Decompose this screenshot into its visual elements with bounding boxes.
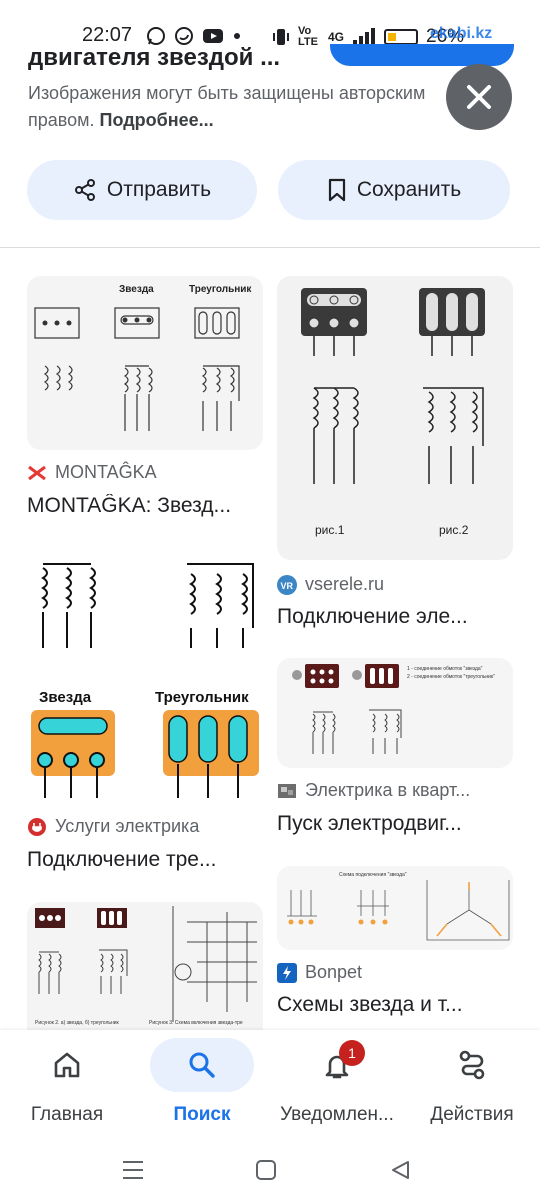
result-caption-1[interactable]: MONTAĜKA: Звезд... (27, 494, 232, 517)
volte-label: Vo LTE (298, 25, 318, 48)
source-label: Bonpet (305, 962, 363, 982)
actions-route-icon (459, 1050, 485, 1080)
thumb-caption-fig3: Рисунок 3. Схема включения звезда-тре (149, 1020, 243, 1026)
source-label: vserele.ru (305, 574, 385, 594)
nav-home[interactable]: Главная (15, 1030, 119, 1140)
source-label: Электрика в кварт... (305, 780, 471, 800)
nav-search-icon-wrap (150, 1038, 254, 1092)
home-system-button[interactable] (246, 1152, 286, 1188)
square-icon (256, 1160, 276, 1180)
source-label: MONTAĜKA (55, 462, 157, 482)
signal-icon (353, 28, 376, 46)
result-thumbnail-5[interactable]: 1 - соединение обмоток "звезда" 2 - соед… (277, 658, 513, 768)
vibrate-icon (273, 29, 289, 45)
close-button[interactable] (446, 64, 512, 130)
visit-button[interactable] (330, 44, 514, 66)
share-icon (74, 179, 95, 201)
bookmark-icon (328, 178, 345, 202)
bottom-navigation: Главная Поиск 1 Уведомлен... Действия (0, 1030, 540, 1140)
result-thumbnail-6[interactable]: Схема подключения "звезда" (277, 866, 513, 950)
thumb-label-star: Звезда (119, 284, 154, 295)
nav-home-icon-wrap (15, 1038, 119, 1092)
save-label: Сохранить (356, 178, 462, 201)
wiring-diagram-image: Звезда Треугольник (27, 276, 263, 450)
thumb-label-triangle: Треугольник (189, 284, 252, 295)
result-caption-2[interactable]: Подключение тре... (27, 848, 217, 871)
nav-home-label: Главная (30, 1104, 104, 1125)
site-favicon-icon (278, 783, 296, 798)
signal-4g-label: 4G (328, 30, 345, 44)
star-delta-switch-image: Рисунок 2. а) звезда, б) треугольник Рис… (27, 902, 263, 1030)
more-link[interactable]: Подробнее... (99, 110, 214, 130)
result-thumbnail-4[interactable]: рис.1 рис.2 (277, 276, 513, 560)
result-source-4[interactable]: VR vserele.ru (277, 574, 384, 595)
copyright-text: Изображения могут быть защищены авторски… (28, 83, 426, 130)
result-thumbnail-1[interactable]: Звезда Треугольник (27, 276, 263, 450)
close-icon (467, 85, 491, 109)
winding-connection-image: 1 - соединение обмоток "звезда" 2 - соед… (277, 658, 513, 768)
battery-icon (384, 29, 419, 45)
save-button[interactable]: Сохранить (278, 160, 510, 220)
share-label: Отправить (106, 178, 212, 201)
result-caption-5[interactable]: Пуск электродвиг... (277, 812, 462, 835)
system-icons: Vo LTE 4G 26% (272, 26, 464, 48)
image-title[interactable]: двигателя звездой ... (28, 44, 281, 71)
nav-actions-label: Действия (430, 1104, 514, 1125)
result-thumbnail-3[interactable]: Рисунок 2. а) звезда, б) треугольник Рис… (27, 902, 263, 1030)
recent-apps-button[interactable] (113, 1152, 153, 1188)
thumb-label-fig1: рис.1 (315, 523, 345, 537)
dot-icon (234, 33, 240, 39)
system-navigation-bar (0, 1140, 540, 1200)
terminal-box-diagram-image: рис.1 рис.2 (277, 276, 513, 560)
nav-actions[interactable]: Действия (420, 1030, 524, 1140)
thumb-label-fig2: рис.2 (439, 523, 469, 537)
youtube-icon (203, 29, 223, 43)
share-button[interactable]: Отправить (27, 160, 257, 220)
thumb-legend-triangle: 2 - соединение обмоток "треугольник" (407, 674, 495, 680)
notification-icons (146, 26, 242, 46)
result-source-2[interactable]: Услуги электрика (27, 816, 199, 837)
star-connection-scheme-image: Схема подключения "звезда" (277, 866, 513, 950)
thumb-label-star: Звезда (39, 689, 92, 706)
result-source-6[interactable]: Bonpet (277, 962, 362, 983)
montagka-logo-icon (28, 465, 46, 480)
nav-search[interactable]: Поиск (150, 1030, 254, 1140)
menu-lines-icon (123, 1161, 143, 1179)
thumb-scheme-title: Схема подключения "звезда" (339, 872, 407, 878)
nav-notifications-icon-wrap: 1 (285, 1038, 389, 1092)
battery-percent: 26% (426, 26, 465, 47)
nav-notifications-label: Уведомлен... (280, 1104, 394, 1125)
thumb-caption-fig2: Рисунок 2. а) звезда, б) треугольник (35, 1020, 120, 1026)
watermark-text: ekabi.kz (430, 25, 493, 42)
status-time: 22:07 (82, 24, 133, 46)
whatsapp-icon (147, 27, 165, 45)
search-icon (189, 1052, 215, 1078)
divider (0, 247, 540, 248)
result-source-1[interactable]: MONTAĜKA (27, 462, 157, 483)
copyright-notice: Изображения могут быть защищены авторски… (28, 80, 488, 134)
vr-logo-icon: VR (277, 574, 297, 595)
result-thumbnail-2[interactable]: Звезда Треугольник (27, 548, 263, 804)
result-source-5[interactable]: Электрика в кварт... (277, 780, 470, 801)
electrician-logo-icon (28, 817, 46, 836)
nav-search-label: Поиск (173, 1104, 231, 1125)
svg-text:VR: VR (281, 581, 294, 591)
status-bar: 22:07 Vo LTE 4G 26% ekabi.kz (0, 0, 540, 72)
nav-actions-icon-wrap (420, 1038, 524, 1092)
home-icon (54, 1052, 80, 1078)
back-system-button[interactable] (380, 1152, 420, 1188)
result-caption-6[interactable]: Схемы звезда и т... (277, 993, 463, 1016)
clock-icon (175, 27, 193, 45)
bonpet-logo-icon (277, 962, 297, 983)
notifications-badge: 1 (339, 1040, 365, 1066)
star-triangle-connection-image: Звезда Треугольник (27, 548, 263, 804)
result-caption-4[interactable]: Подключение эле... (277, 605, 468, 628)
thumb-legend-star: 1 - соединение обмоток "звезда" (407, 666, 483, 672)
thumb-label-triangle: Треугольник (155, 689, 249, 706)
source-label: Услуги электрика (55, 816, 200, 836)
back-triangle-icon (392, 1161, 409, 1179)
nav-notifications[interactable]: 1 Уведомлен... (270, 1030, 404, 1140)
